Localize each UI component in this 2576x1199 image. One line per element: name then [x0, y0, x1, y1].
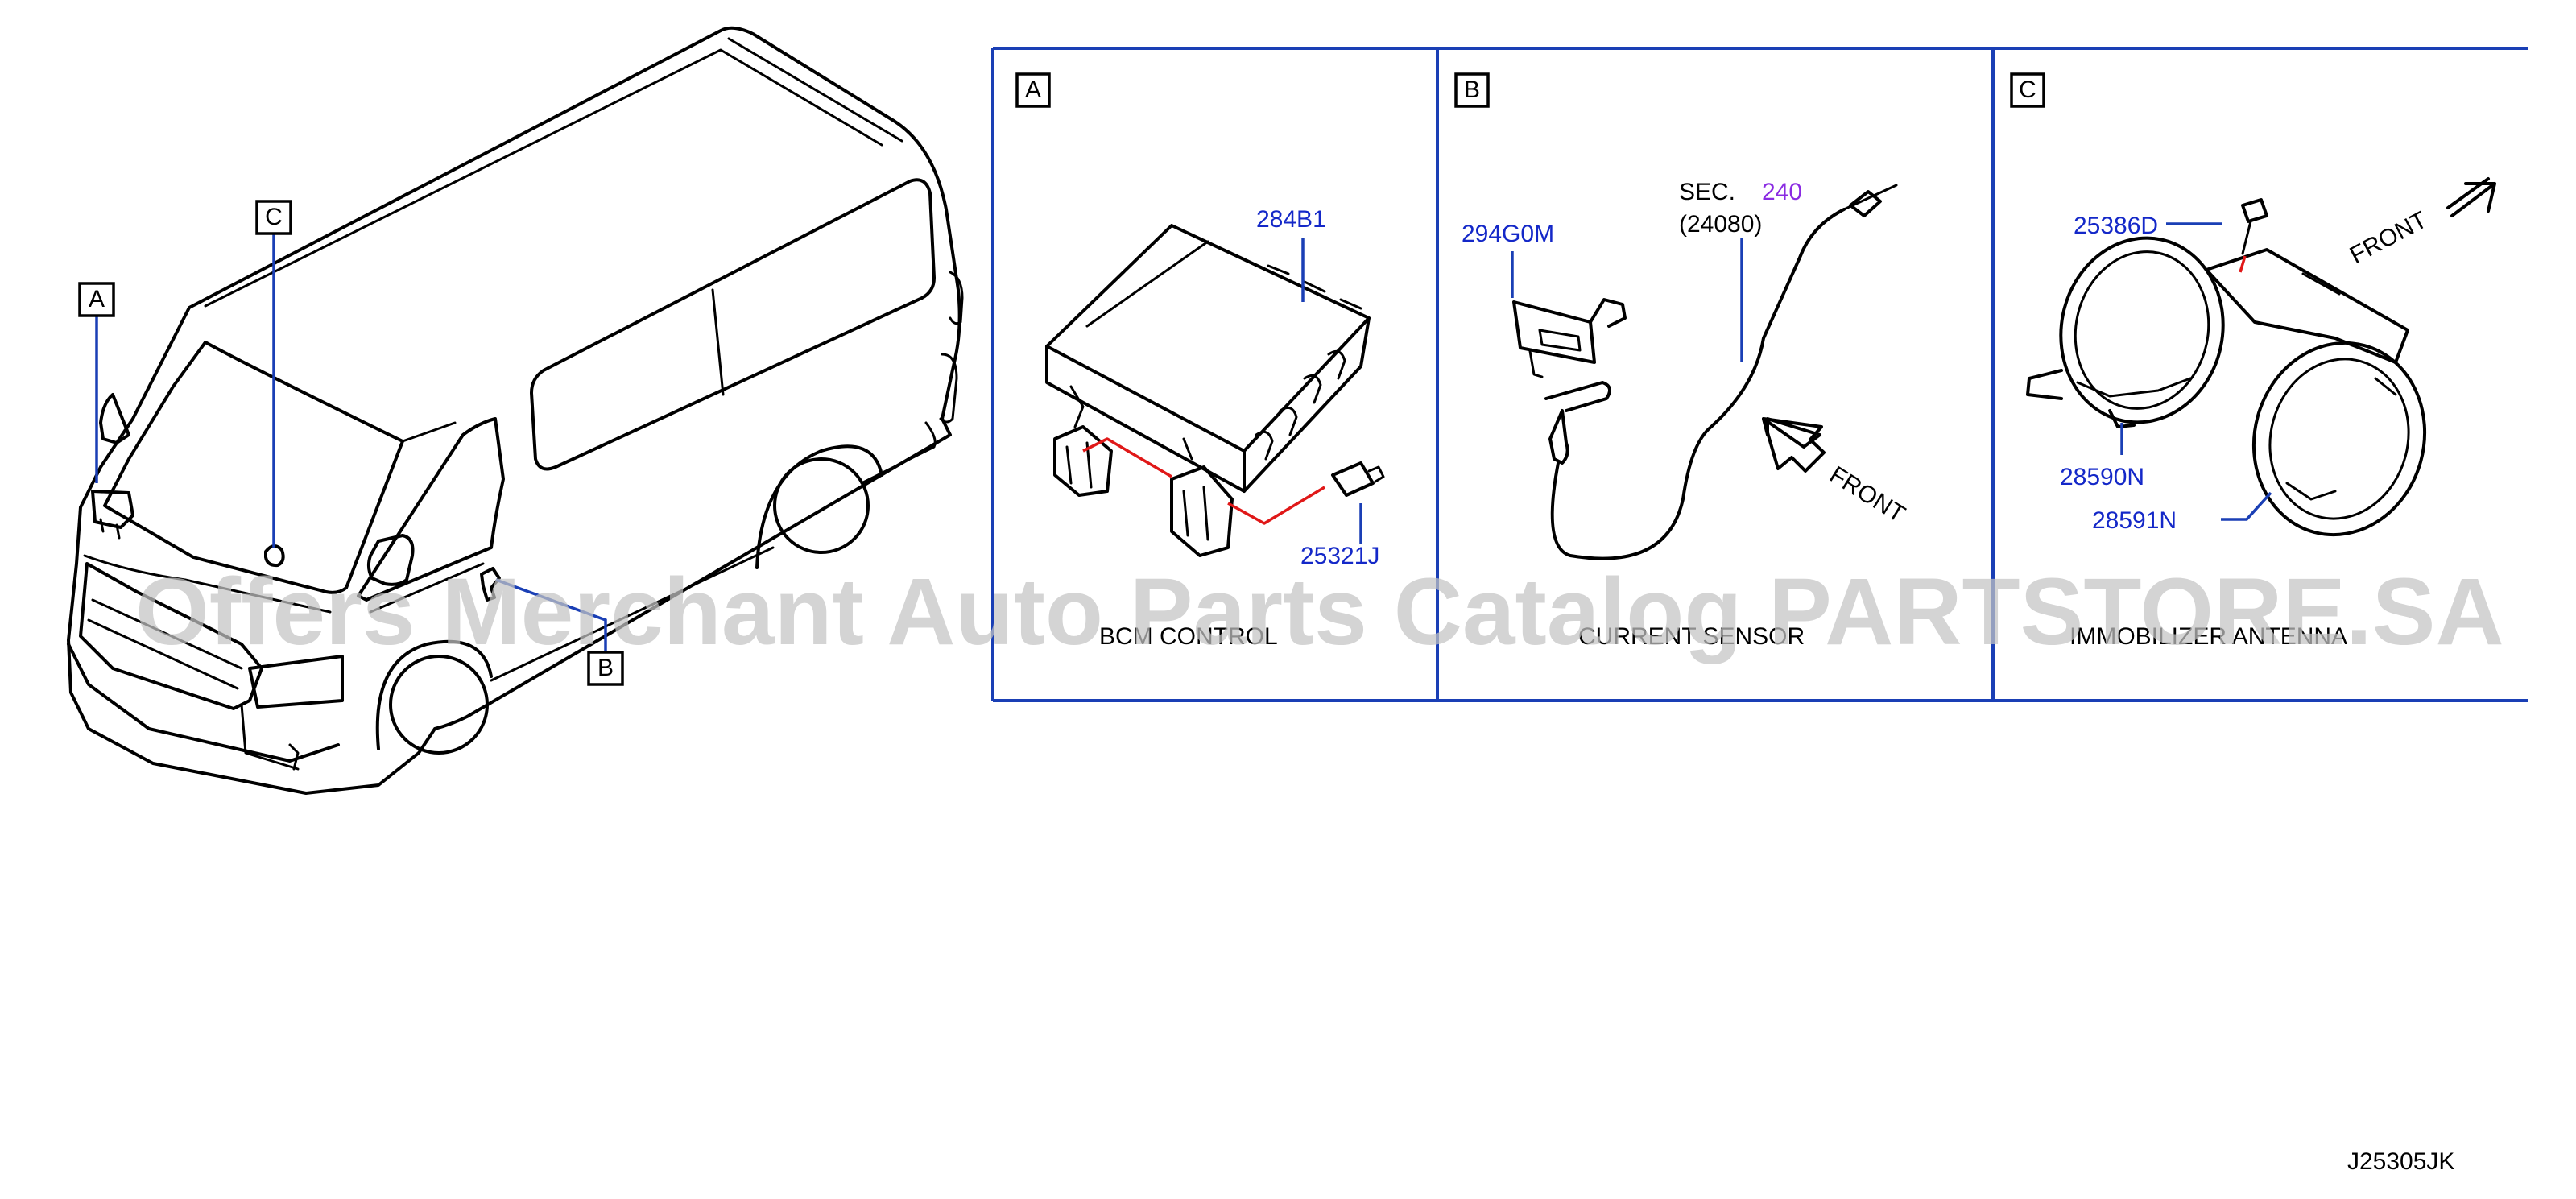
callout-b[interactable]: B [587, 651, 624, 686]
svg-text:B: B [1464, 76, 1480, 103]
panel-c-letter: C [2010, 72, 2045, 108]
svg-text:B: B [597, 655, 614, 681]
section-ref: (24080) [1679, 211, 1762, 238]
panel-a: A 284B1 [1015, 72, 1385, 650]
section-number-link[interactable]: 240 [1762, 179, 1802, 205]
screw-25386d-drawing [2241, 198, 2268, 255]
callout-a[interactable]: A [78, 282, 115, 317]
part-number-294g0m[interactable]: 294G0M [1462, 221, 1554, 247]
bcm-unit-drawing [1045, 224, 1371, 557]
svg-text:A: A [89, 286, 105, 312]
bolt-highlight-line [1227, 486, 1325, 525]
detail-panels-frame [991, 47, 2528, 702]
svg-text:C: C [2019, 76, 2036, 103]
callout-b-leader [495, 578, 607, 652]
panel-b-caption: CURRENT SENSOR [1578, 623, 1805, 650]
screw-highlight-line [2239, 255, 2247, 273]
panel-b-letter: B [1454, 72, 1490, 108]
svg-text:A: A [1025, 76, 1041, 103]
mount-highlight-line [1082, 437, 1172, 478]
front-label-c: FRONT [2346, 207, 2432, 270]
watermark-text: Offers Merchant Auto Parts Catalog PARTS… [135, 559, 2504, 665]
callout-c[interactable]: C [255, 200, 292, 235]
current-sensor-drawing [1512, 184, 1898, 560]
part-number-25386d[interactable]: 25386D [2074, 213, 2158, 239]
immobilizer-antenna-drawing [2205, 248, 2427, 537]
part-number-28591n[interactable]: 28591N [2092, 507, 2177, 534]
front-direction-arrow-c [2446, 177, 2496, 217]
key-cylinder-collar-drawing [2026, 236, 2225, 428]
panel-a-caption: BCM CONTROL [1099, 623, 1278, 650]
leader-28591n [2221, 491, 2272, 521]
svg-text:C: C [265, 204, 283, 230]
bolt-25321j-drawing [1331, 461, 1385, 497]
front-direction-arrow-b [1762, 417, 1826, 473]
part-number-28590n[interactable]: 28590N [2060, 464, 2144, 490]
panel-a-letter: A [1015, 72, 1051, 108]
section-label: SEC. [1679, 179, 1735, 205]
panel-c-caption: IMMOBILIZER ANTENNA [2069, 623, 2347, 650]
part-number-284b1[interactable]: 284B1 [1256, 206, 1326, 233]
front-label-b: FRONT [1825, 461, 1909, 528]
van-illustration [67, 26, 964, 795]
part-number-25321j[interactable]: 25321J [1300, 543, 1379, 569]
diagram-code: J25305JK [2347, 1148, 2454, 1175]
